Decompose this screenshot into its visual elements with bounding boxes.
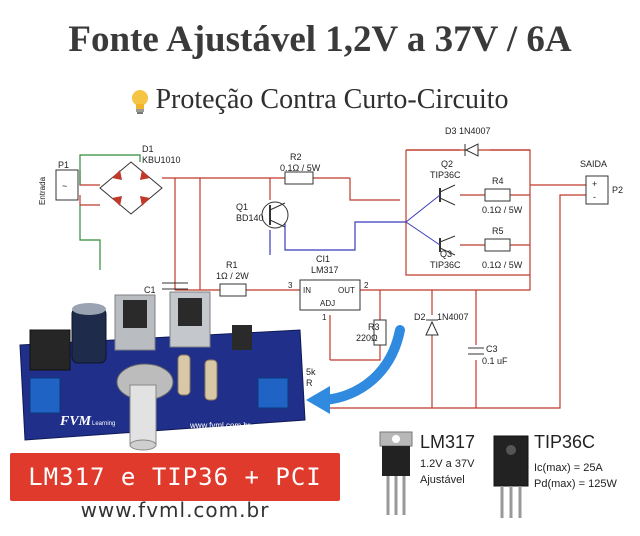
r4-value: 0.1Ω / 5W xyxy=(482,205,523,215)
tip36c-title: TIP36C xyxy=(534,432,596,452)
tip36c-line1: Ic(max) = 25A xyxy=(534,462,603,474)
r3-value: 220Ω xyxy=(356,333,378,343)
saida-label: SAIDA xyxy=(580,159,607,169)
r1-value: 1Ω / 2W xyxy=(216,271,249,281)
q2-value: TIP36C xyxy=(430,170,461,180)
p1-connector: ~ P1 Entrada xyxy=(38,160,79,205)
p2-connector: + - SAIDA P2 xyxy=(580,159,623,205)
pin3-label: 3 xyxy=(288,281,293,290)
pin-adj-label: ADJ xyxy=(320,299,335,308)
lm317-package-icon xyxy=(379,431,413,515)
lightbulb-icon xyxy=(132,89,149,114)
r4-label: R4 xyxy=(492,176,504,186)
green-wires xyxy=(79,154,141,270)
tip36c-line2: Pd(max) = 125W xyxy=(534,478,617,490)
q1-label: Q1 xyxy=(236,202,248,212)
p2-plus: + xyxy=(592,179,597,189)
pcb-board: FVM Learning www.fvml.com.br xyxy=(19,291,306,451)
subtitle-text: Proteção Contra Curto-Circuito xyxy=(155,84,509,115)
lm317-line1: 1.2V a 37V xyxy=(420,458,475,470)
d1-bridge-rectifier: D1 KBU1010 xyxy=(99,144,181,215)
page-title: Fonte Ajustável 1,2V a 37V / 6A xyxy=(68,19,572,60)
red-wires xyxy=(79,149,586,409)
d1-value: KBU1010 xyxy=(142,155,181,165)
ci1-lm317: CI1 LM317 IN OUT ADJ 3 2 1 xyxy=(288,254,369,322)
pcb-brand: FVM xyxy=(59,414,92,429)
q3-value: TIP36C xyxy=(430,260,461,270)
arrow-icon xyxy=(306,325,405,414)
r5-value: 0.1Ω / 5W xyxy=(482,260,523,270)
q2-label: Q2 xyxy=(441,159,453,169)
r2-label: R2 xyxy=(290,152,302,162)
svg-text:~: ~ xyxy=(62,181,67,191)
pin2-label: 2 xyxy=(364,281,369,290)
pot-label: 5k xyxy=(306,367,316,377)
r1-resistor: R1 1Ω / 2W xyxy=(216,260,249,297)
d2-value: 1N4007 xyxy=(437,312,469,322)
pcb-brand-sub: Learning xyxy=(92,421,115,427)
pin1-label: 1 xyxy=(322,313,327,322)
q1-value: BD140 xyxy=(236,213,264,223)
d1-label: D1 xyxy=(142,144,154,154)
r2-value: 0.1Ω / 5W xyxy=(280,163,321,173)
r2-resistor: R2 0.1Ω / 5W xyxy=(280,152,321,185)
c3-capacitor: C3 0.1 uF xyxy=(468,344,508,366)
banner-site: www.fvml.com.br xyxy=(80,498,270,522)
d2-diode: D2 1N4007 xyxy=(414,312,469,336)
c3-value: 0.1 uF xyxy=(482,356,508,366)
blue-wires xyxy=(269,220,406,255)
r3-resistor: R3 220Ω xyxy=(356,319,387,346)
p2-minus: - xyxy=(593,192,596,202)
c1-label: C1 xyxy=(144,285,156,295)
pcb-site: www.fvml.com.br xyxy=(189,421,251,430)
p2-label: P2 xyxy=(612,185,623,195)
r1-label: R1 xyxy=(226,260,238,270)
c3-label: C3 xyxy=(486,344,498,354)
q1-transistor: Q1 BD140 xyxy=(236,201,289,229)
lm317-title: LM317 xyxy=(420,432,476,452)
r5-label: R5 xyxy=(492,226,504,236)
d2-label: D2 xyxy=(414,312,426,322)
d3-label: D3 1N4007 xyxy=(445,126,491,136)
promo-banner: LM317 e TIP36 + PCI xyxy=(10,453,340,501)
pin-out-label: OUT xyxy=(338,286,355,295)
q3-transistor: Q3 TIP36C xyxy=(405,221,461,270)
ci1-label: CI1 xyxy=(316,254,330,264)
ci1-value: LM317 xyxy=(311,265,339,275)
page-subtitle: Proteção Contra Curto-Circuito xyxy=(0,84,640,116)
c1-capacitor: C1 xyxy=(144,282,188,295)
r3-label: R3 xyxy=(368,322,380,332)
pot-resistor: 5k R xyxy=(306,367,316,388)
entrada-label: Entrada xyxy=(38,176,47,205)
p1-label: P1 xyxy=(58,160,69,170)
q3-label: Q3 xyxy=(440,249,452,259)
r4-resistor: R4 0.1Ω / 5W xyxy=(482,176,523,215)
pot-id: R xyxy=(306,378,313,388)
r5-resistor: R5 0.1Ω / 5W xyxy=(482,226,523,270)
tip36c-package-icon xyxy=(493,435,529,518)
lm317-line2: Ajustável xyxy=(420,474,465,486)
q2-transistor: Q2 TIP36C xyxy=(405,159,461,223)
d3-diode: D3 1N4007 xyxy=(445,126,491,157)
pin-in-label: IN xyxy=(303,286,311,295)
